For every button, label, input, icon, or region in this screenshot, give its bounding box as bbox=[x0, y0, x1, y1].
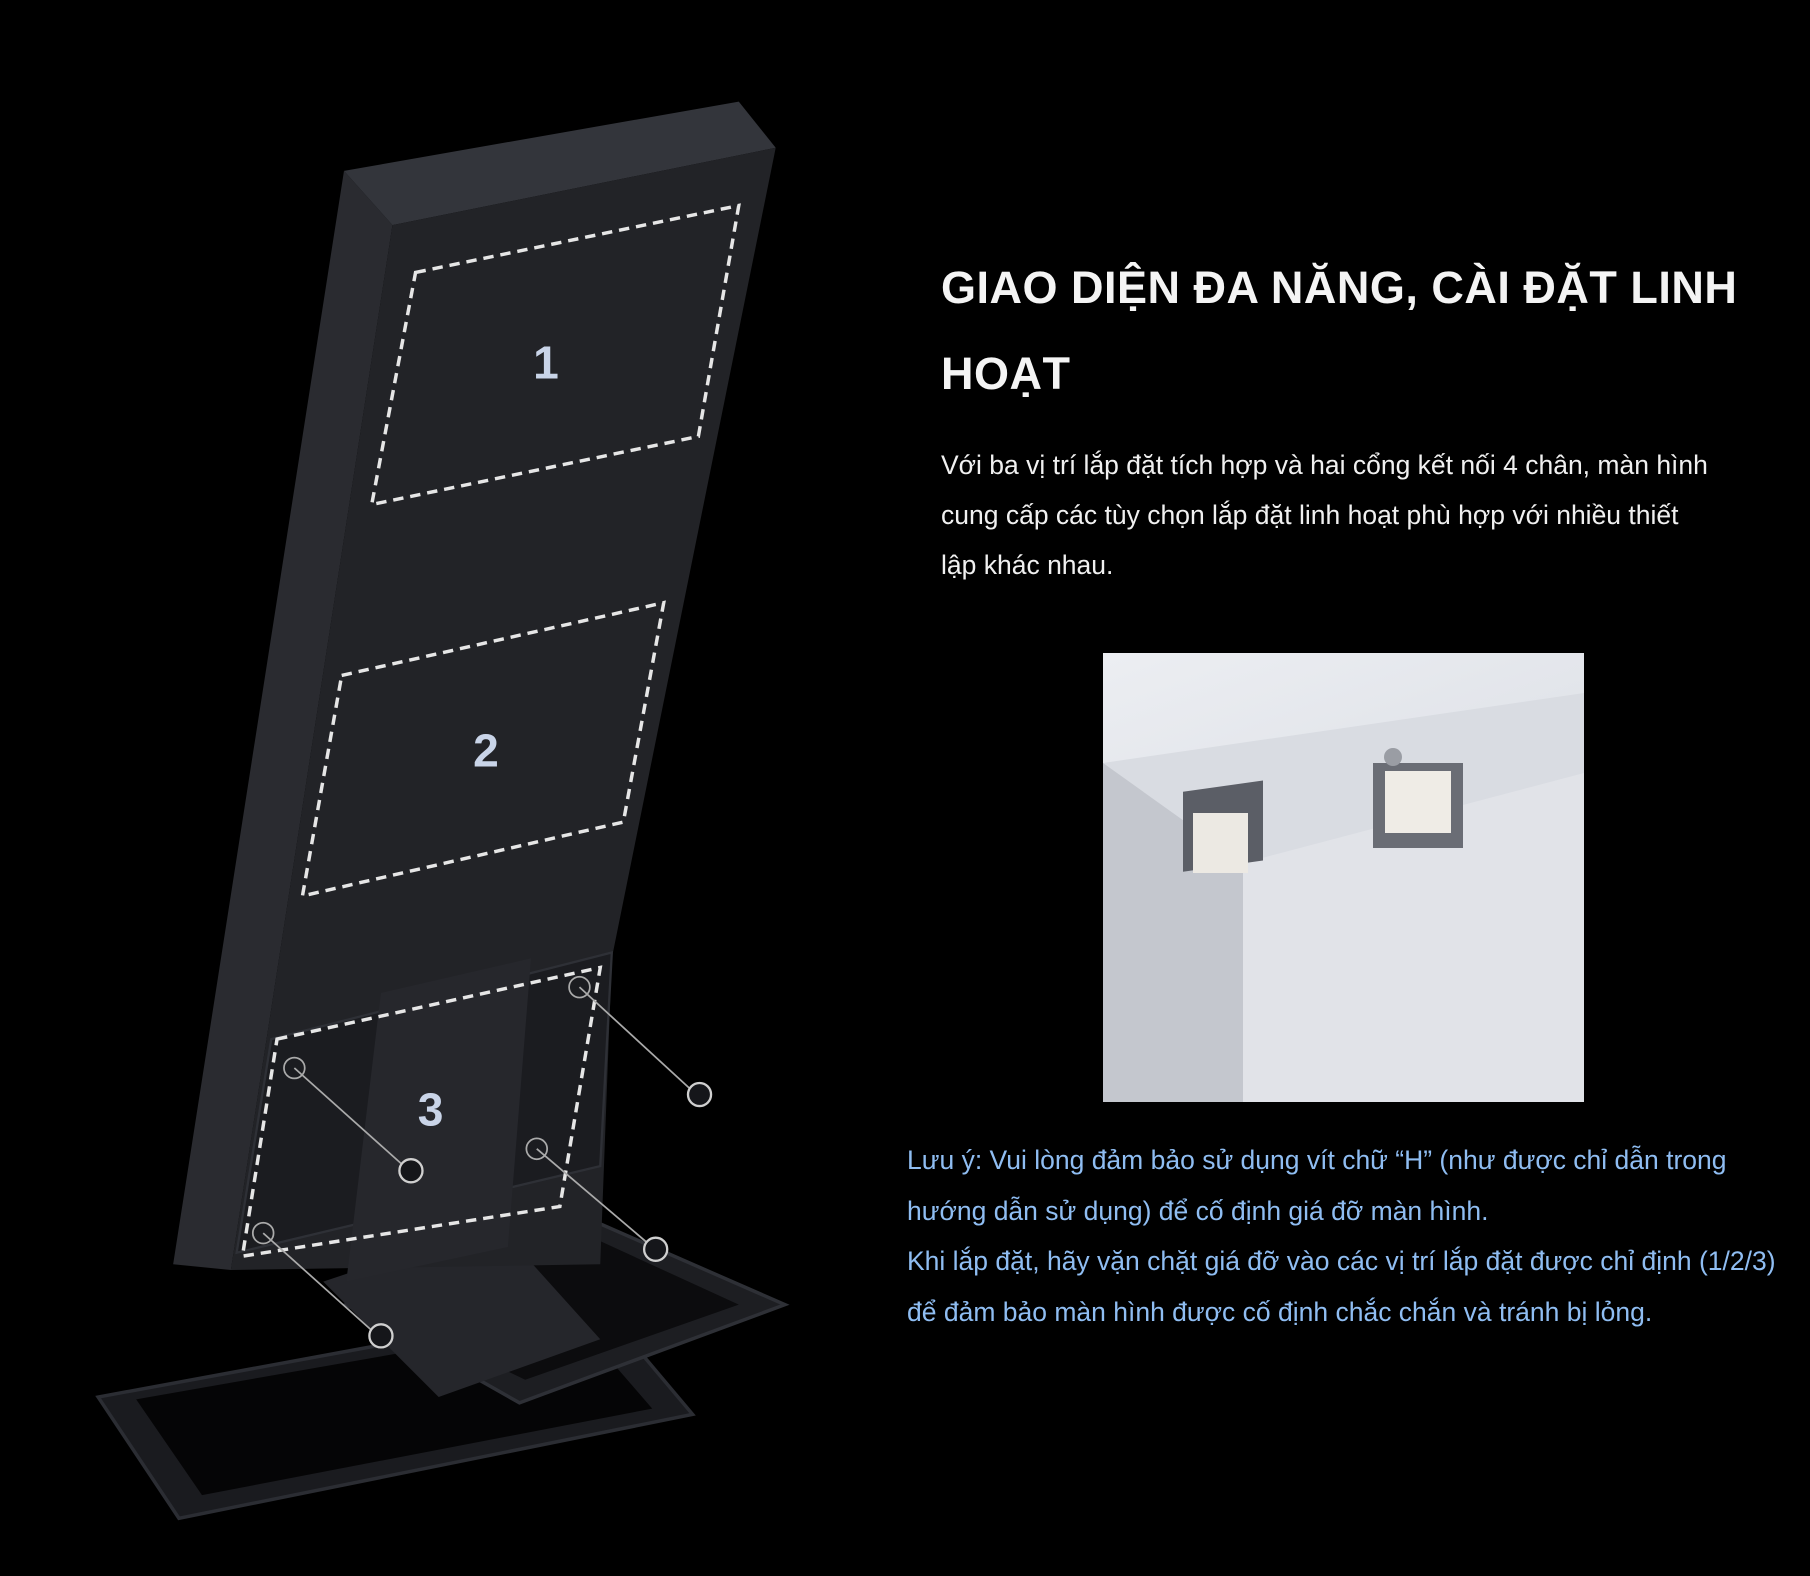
connector-closeup-image bbox=[1103, 653, 1584, 1102]
section-heading: GIAO DIỆN ĐA NĂNG, CÀI ĐẶT LINH HOẠT bbox=[941, 262, 1738, 399]
mount-label-1: 1 bbox=[533, 337, 559, 389]
mount-label-2: 2 bbox=[473, 725, 499, 777]
stand-base bbox=[95, 1222, 790, 1521]
connector-ports-illustration bbox=[1103, 693, 1584, 1102]
installation-note: Lưu ý: Vui lòng đảm bảo sử dụng vít chữ … bbox=[907, 1135, 1807, 1337]
screw-icons bbox=[368, 1081, 713, 1349]
note-tightening-instruction: Khi lắp đặt, hãy vặn chặt giá đỡ vào các… bbox=[907, 1246, 1776, 1327]
monitor-top bbox=[343, 101, 776, 226]
mount-area-3 bbox=[240, 965, 603, 1259]
mount-area-1 bbox=[369, 203, 741, 507]
mount-area-2 bbox=[300, 600, 666, 899]
monitor-back bbox=[230, 147, 776, 1271]
note-screw-warning: Lưu ý: Vui lòng đảm bảo sử dụng vít chữ … bbox=[907, 1145, 1727, 1226]
screws bbox=[251, 975, 694, 1335]
monitor-side bbox=[173, 170, 393, 1271]
hinge bbox=[346, 958, 531, 1282]
mount-label-3: 3 bbox=[418, 1084, 444, 1136]
section-description: Với ba vị trí lắp đặt tích hợp và hai cổ… bbox=[941, 450, 1708, 580]
